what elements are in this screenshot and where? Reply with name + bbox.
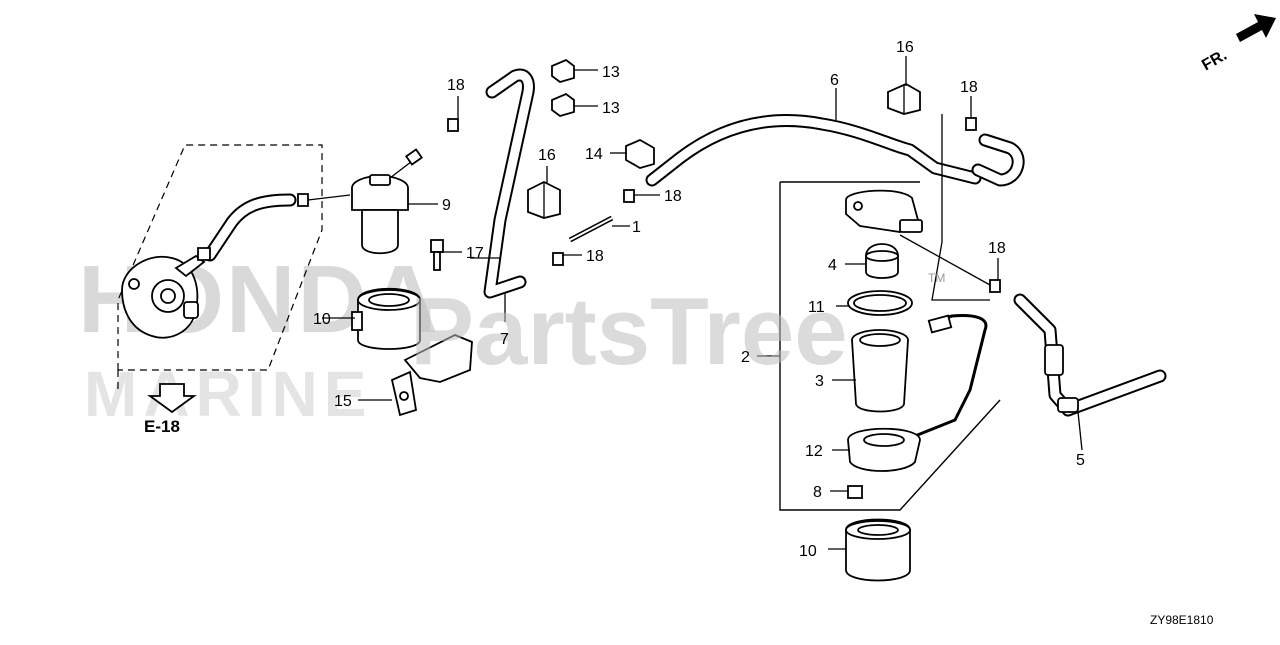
reference-label: E-18	[144, 417, 180, 436]
hose-clip	[297, 193, 309, 207]
o-ring	[847, 290, 913, 316]
clip	[551, 92, 575, 117]
hose-upper-right	[971, 133, 1025, 187]
hose-clamp	[552, 252, 564, 266]
filter-base-plate	[847, 427, 921, 472]
callout-10-left: 10	[313, 311, 331, 328]
callout-7: 7	[500, 331, 509, 348]
hose-long	[483, 68, 535, 299]
reference-arrow	[147, 383, 197, 414]
engine-outline-dashed	[117, 144, 323, 371]
sensor-wire	[904, 314, 988, 442]
callout-3: 3	[815, 373, 824, 390]
watermark-line-2: MARINE	[84, 358, 372, 430]
hose-clamp	[447, 118, 459, 132]
callout-11: 11	[808, 299, 825, 316]
hose-clip	[1057, 397, 1079, 413]
callout-12: 12	[805, 443, 823, 460]
callout-4: 4	[828, 257, 837, 274]
callout-16-right: 16	[896, 39, 914, 56]
callout-17: 17	[466, 245, 484, 262]
callout-8: 8	[813, 484, 822, 501]
hose-outlet	[1013, 293, 1167, 417]
hose-clamp	[623, 189, 635, 203]
pipe-line	[899, 234, 991, 286]
mounting-bracket	[390, 334, 473, 417]
sensor-connector	[927, 314, 953, 334]
callout-13-upper: 13	[602, 64, 620, 81]
callout-18-c: 18	[586, 248, 604, 265]
callout-13-lower: 13	[602, 100, 620, 117]
joint-pipe	[568, 215, 614, 243]
clip	[527, 180, 561, 219]
screw	[847, 485, 863, 499]
pipe-line	[307, 194, 351, 201]
callout-18-b: 18	[664, 188, 682, 205]
clip	[887, 82, 921, 115]
seal-cap	[865, 243, 899, 279]
clip	[551, 58, 575, 83]
callout-18-d: 18	[960, 79, 978, 96]
callout-16-left: 16	[538, 147, 556, 164]
direction-label: FR.	[1199, 47, 1230, 75]
clip	[625, 138, 655, 169]
callout-2: 2	[741, 349, 750, 366]
callout-labels: 1 2 3 4 5 6 7 8 9 10 10 11 12 13 13 14 1…	[313, 39, 1085, 560]
callout-18-e: 18	[988, 240, 1006, 257]
hose-pump-to-filter	[203, 193, 297, 262]
callout-6: 6	[830, 72, 839, 89]
filter-bracket	[351, 287, 421, 350]
callout-18-a: 18	[447, 77, 465, 94]
outline-line	[931, 114, 990, 301]
hose-clip	[197, 247, 211, 261]
filter-element	[851, 329, 909, 413]
fuel-filter	[351, 148, 424, 255]
front-direction-arrow	[1236, 14, 1276, 42]
hose-sleeve	[1044, 344, 1064, 376]
callout-15: 15	[334, 393, 352, 410]
hose-upper	[645, 114, 982, 187]
hose-clamp	[989, 279, 1001, 293]
fuel-pump	[121, 254, 206, 339]
leader-lines	[322, 56, 1083, 550]
diagram-code: ZY98E1810	[1150, 613, 1214, 627]
callout-5: 5	[1076, 452, 1085, 469]
filter-bracket	[845, 518, 911, 582]
callout-10-bottom: 10	[799, 543, 817, 560]
assembly-bracket-outline	[779, 181, 1001, 511]
callout-9: 9	[442, 197, 451, 214]
callout-14: 14	[585, 146, 603, 163]
trademark-mark: TM	[928, 271, 945, 285]
callout-1: 1	[632, 219, 641, 236]
hose-clamp	[965, 117, 977, 131]
strainer-cover	[845, 189, 923, 233]
brand-watermark: PartsTree	[410, 278, 848, 385]
